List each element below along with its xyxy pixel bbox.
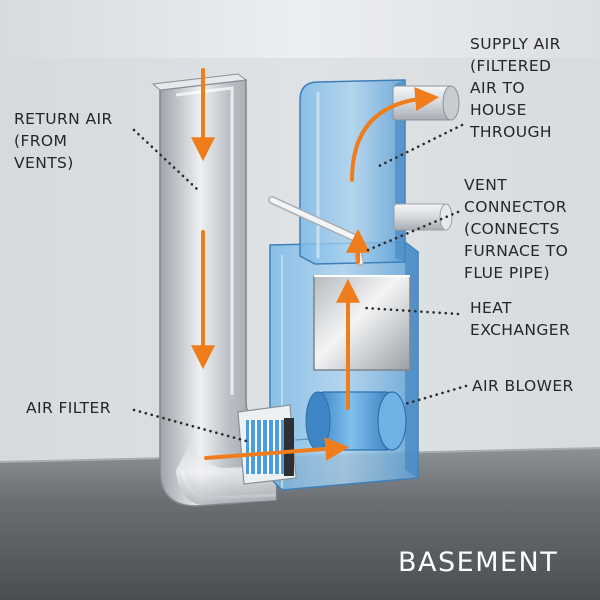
label-return-air: RETURN AIR (FROM VENTS) xyxy=(14,110,113,172)
air-blower xyxy=(305,391,407,451)
filter-arrow xyxy=(204,437,350,461)
label-heat-exchanger: HEAT EXCHANGER xyxy=(470,299,571,339)
supply-arrow xyxy=(350,87,440,182)
leader-return xyxy=(132,128,200,192)
leader-lines xyxy=(132,123,468,444)
label-basement: BASEMENT xyxy=(398,547,559,578)
heat-exchanger xyxy=(313,275,411,371)
leader-supply xyxy=(373,123,464,170)
floor xyxy=(0,448,600,600)
label-air-blower: AIR BLOWER xyxy=(472,377,574,395)
label-supply-air: SUPPLY AIR (FILTERED AIR TO HOUSE THROUG… xyxy=(470,35,561,141)
leader-filter xyxy=(132,408,252,444)
label-vent-connector: VENT CONNECTOR (CONNECTS FURNACE TO FLUE… xyxy=(464,176,569,282)
airflow-arrows xyxy=(191,68,440,461)
label-air-filter: AIR FILTER xyxy=(26,399,111,417)
return-duct xyxy=(151,73,277,507)
leader-vent xyxy=(366,210,460,252)
air-filter xyxy=(237,404,297,485)
leader-blower xyxy=(403,384,468,406)
